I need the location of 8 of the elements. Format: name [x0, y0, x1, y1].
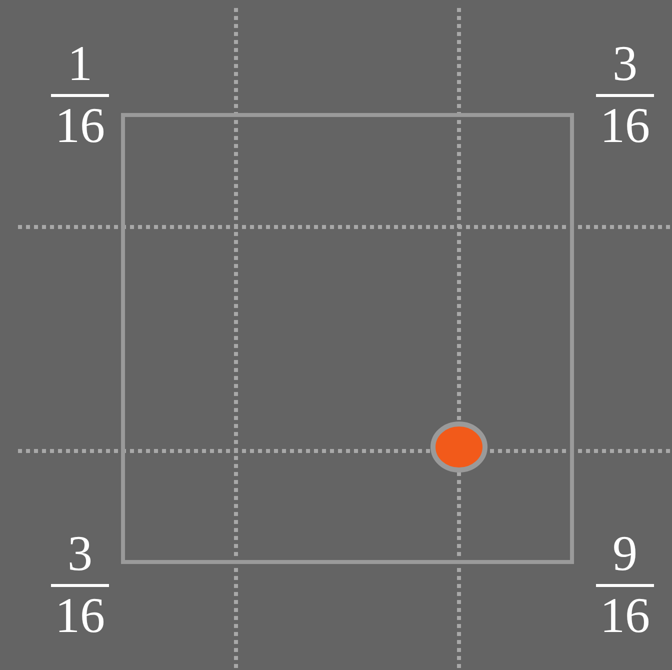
fraction-numerator: 1 — [68, 38, 92, 88]
fraction-denominator: 16 — [600, 100, 650, 150]
fraction-numerator: 3 — [68, 528, 92, 578]
fraction-denominator: 16 — [55, 590, 105, 640]
fraction-denominator: 16 — [600, 590, 650, 640]
fraction-numerator: 3 — [612, 38, 638, 88]
fraction-numerator: 9 — [612, 528, 638, 578]
fraction-denominator: 16 — [55, 100, 105, 150]
